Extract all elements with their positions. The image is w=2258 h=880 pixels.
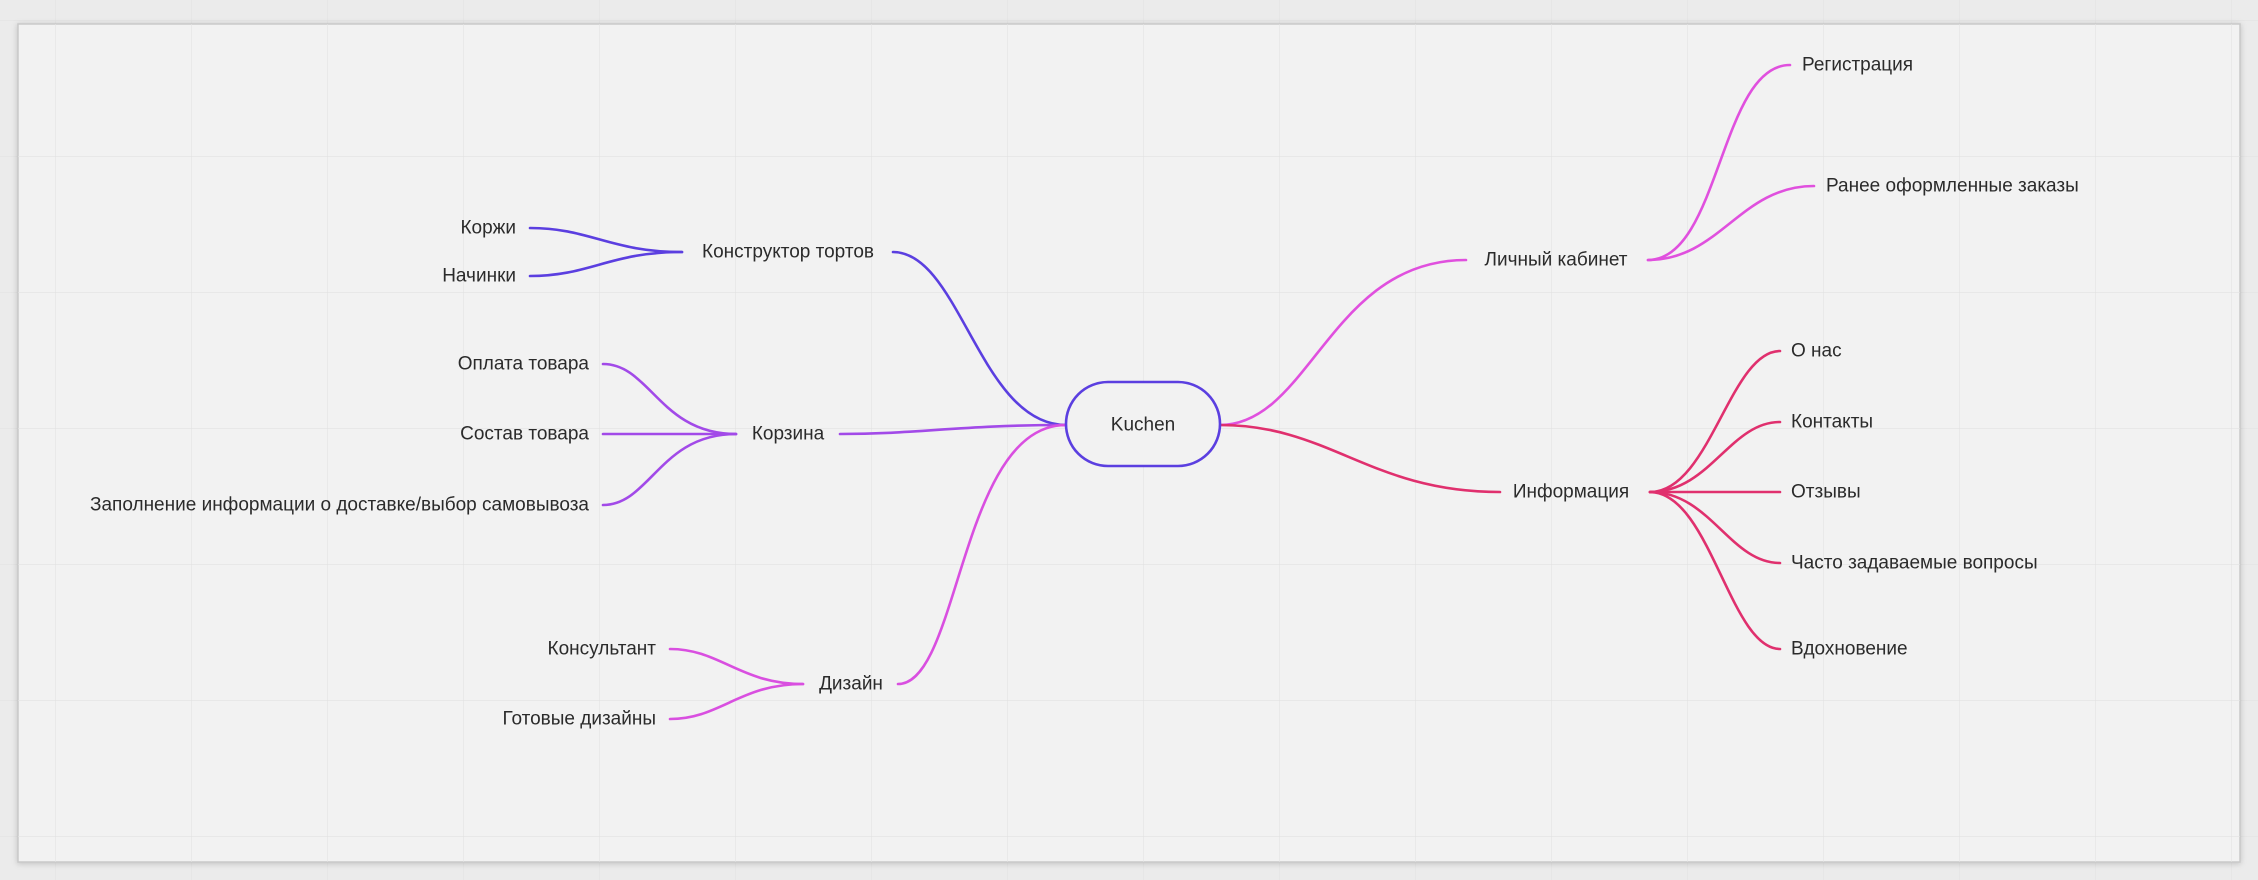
branch-design[interactable]: Дизайн (819, 674, 883, 695)
leaf-faq[interactable]: Часто задаваемые вопросы (1791, 553, 2038, 574)
root-node[interactable]: Kuchen (1064, 380, 1222, 468)
edge-cart-delivery (601, 432, 738, 507)
leaf-previous-orders[interactable]: Ранее оформленные заказы (1826, 176, 2079, 197)
leaf-korzhi[interactable]: Коржи (460, 218, 516, 239)
edge-info-faq (1648, 490, 1782, 565)
leaf-payment[interactable]: Оплата товара (458, 354, 590, 375)
edge-root-cart (838, 423, 1068, 436)
leaf-delivery[interactable]: Заполнение информации о доставке/выбор с… (90, 495, 589, 516)
edge-constructor-korzhi (528, 226, 684, 254)
branch-info[interactable]: Информация (1513, 482, 1629, 503)
edge-root-info (1218, 423, 1502, 494)
edge-info-about (1648, 349, 1782, 494)
leaf-reviews[interactable]: Отзывы (1791, 482, 1861, 503)
leaf-ready-designs[interactable]: Готовые дизайны (502, 709, 656, 730)
leaf-consultant[interactable]: Консультант (548, 639, 657, 660)
branch-account[interactable]: Личный кабинет (1485, 250, 1628, 271)
edge-info-inspiration (1648, 490, 1782, 651)
edge-root-constructor (891, 250, 1068, 427)
edge-design-ready (668, 682, 805, 721)
edge-account-registration (1646, 63, 1792, 262)
leaf-registration[interactable]: Регистрация (1802, 55, 1913, 76)
leaf-inspiration[interactable]: Вдохновение (1791, 639, 1908, 660)
root-label: Kuchen (1111, 415, 1175, 436)
edge-constructor-nachinki (528, 250, 684, 278)
leaf-nachinki[interactable]: Начинки (442, 266, 516, 287)
leaf-contents[interactable]: Состав товара (460, 424, 589, 445)
leaf-about[interactable]: О нас (1791, 341, 1842, 362)
edge-root-account (1218, 258, 1468, 427)
edge-account-orders (1646, 184, 1816, 262)
branch-constructor[interactable]: Конструктор тортов (702, 242, 874, 263)
branch-cart[interactable]: Корзина (752, 424, 825, 445)
edge-info-contacts (1648, 420, 1782, 494)
leaf-contacts[interactable]: Контакты (1791, 412, 1873, 433)
edge-design-consultant (668, 647, 805, 686)
edge-cart-payment (601, 362, 738, 436)
edge-root-design (896, 423, 1068, 686)
